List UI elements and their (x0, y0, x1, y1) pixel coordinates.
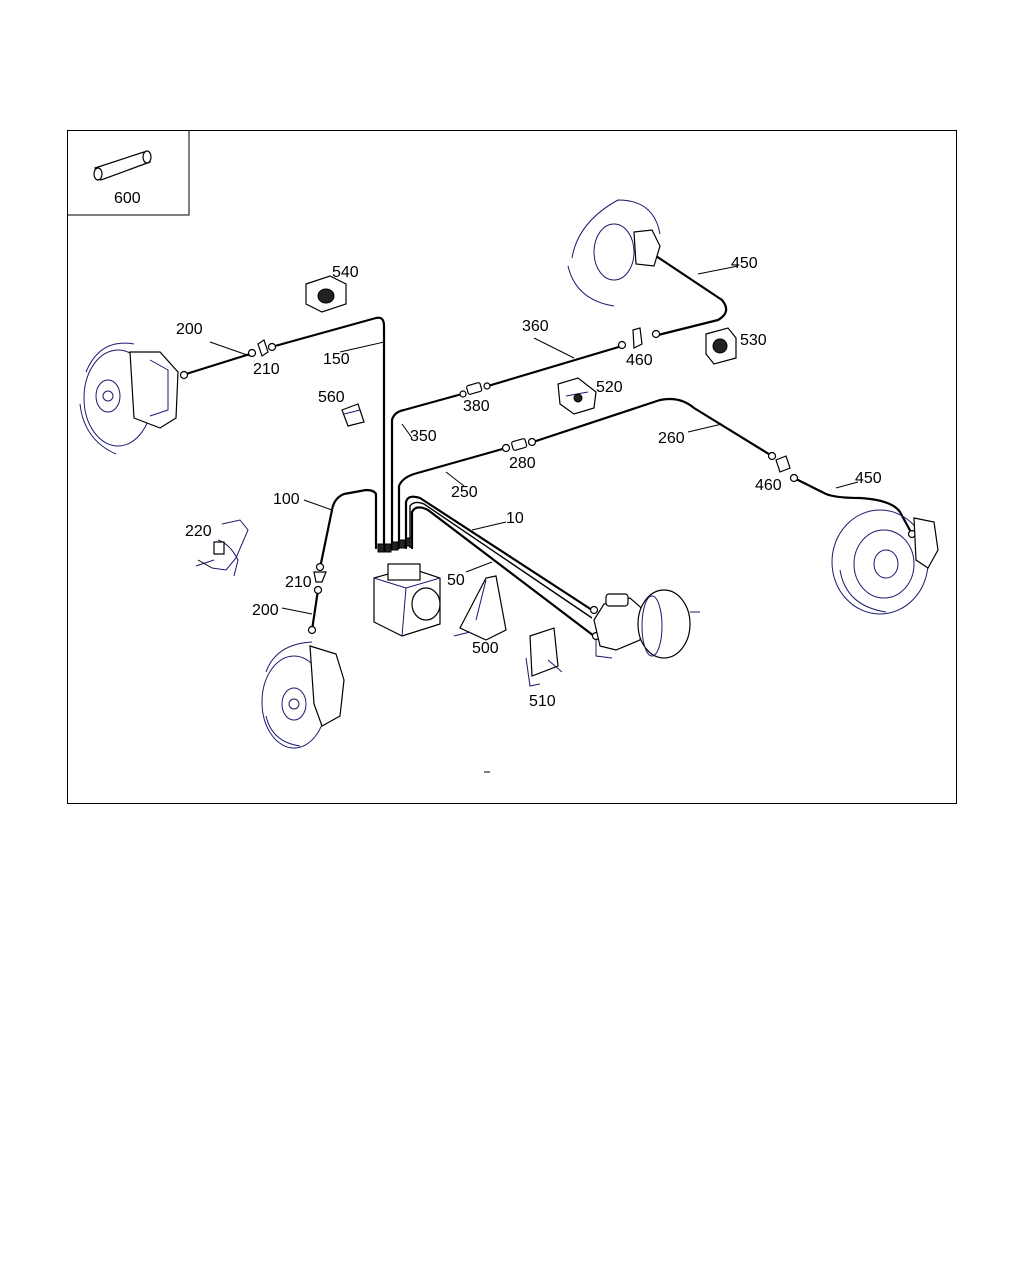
pipe-250[interactable] (397, 446, 508, 550)
hose-450-rear-bottom[interactable] (792, 476, 914, 536)
label-260: 260 (658, 430, 685, 447)
label-520: 520 (596, 379, 623, 396)
brake-booster-master-cylinder[interactable] (593, 589, 700, 659)
abs-hydraulic-unit[interactable] (373, 563, 441, 637)
label-560: 560 (318, 389, 345, 406)
hose-200-front-left[interactable] (184, 352, 252, 376)
brake-pipes (184, 254, 914, 638)
rear-bottom-brake-disc[interactable] (831, 509, 939, 615)
mount-560[interactable] (341, 403, 365, 427)
label-600: 600 (114, 190, 141, 207)
bracket-500[interactable] (453, 575, 507, 641)
pipe-10[interactable] (404, 495, 594, 612)
label-10: 10 (506, 510, 524, 527)
label-460-top: 460 (626, 352, 653, 369)
label-360: 360 (522, 318, 549, 335)
front-left-brake-disc[interactable] (79, 342, 179, 455)
clip-210-right[interactable] (313, 571, 327, 583)
mount-530[interactable] (705, 327, 737, 365)
label-250: 250 (451, 484, 478, 501)
clip-210-left[interactable] (257, 339, 269, 357)
pipe-360[interactable] (486, 344, 624, 388)
sensor-harness-220[interactable] (195, 519, 249, 577)
leader-lines (197, 265, 859, 615)
inset-box-600: 600 (67, 130, 190, 216)
label-210-left: 210 (253, 361, 280, 378)
label-530: 530 (740, 332, 767, 349)
mount-520[interactable] (557, 377, 597, 415)
pipe-100[interactable] (318, 488, 378, 570)
label-150: 150 (323, 351, 350, 368)
label-100: 100 (273, 491, 300, 508)
front-right-brake-disc[interactable] (261, 641, 345, 749)
label-210-right: 210 (285, 574, 312, 591)
label-350: 350 (410, 428, 437, 445)
label-200-left: 200 (176, 321, 203, 338)
clip-460-top[interactable] (632, 327, 643, 349)
label-380: 380 (463, 398, 490, 415)
label-50: 50 (447, 572, 465, 589)
mount-540[interactable] (305, 275, 347, 313)
pipe-350[interactable] (390, 392, 464, 550)
part-labels: 540 450 200 360 210 150 460 530 520 560 … (176, 255, 882, 710)
bracket-510[interactable] (525, 627, 563, 687)
label-200-right: 200 (252, 602, 279, 619)
label-510: 510 (529, 693, 556, 710)
connector-380[interactable] (459, 382, 491, 398)
hose-200-front-right[interactable] (310, 588, 320, 632)
label-450-bottom: 450 (855, 470, 882, 487)
hose-450-rear-top[interactable] (652, 254, 728, 338)
label-450-top: 450 (731, 255, 758, 272)
rear-top-brake-disc[interactable] (567, 199, 661, 307)
part-600-sleeve[interactable] (93, 150, 152, 181)
clip-460-bottom[interactable] (775, 455, 791, 473)
label-280: 280 (509, 455, 536, 472)
connector-280[interactable] (511, 438, 528, 451)
pipe-260[interactable] (531, 397, 774, 458)
label-500: 500 (472, 640, 499, 657)
label-460-bottom: 460 (755, 477, 782, 494)
label-540: 540 (332, 264, 359, 281)
pipe-150[interactable] (273, 316, 386, 550)
pipe-50[interactable] (410, 506, 596, 638)
label-220: 220 (185, 523, 212, 540)
diagram-frame (67, 130, 957, 804)
